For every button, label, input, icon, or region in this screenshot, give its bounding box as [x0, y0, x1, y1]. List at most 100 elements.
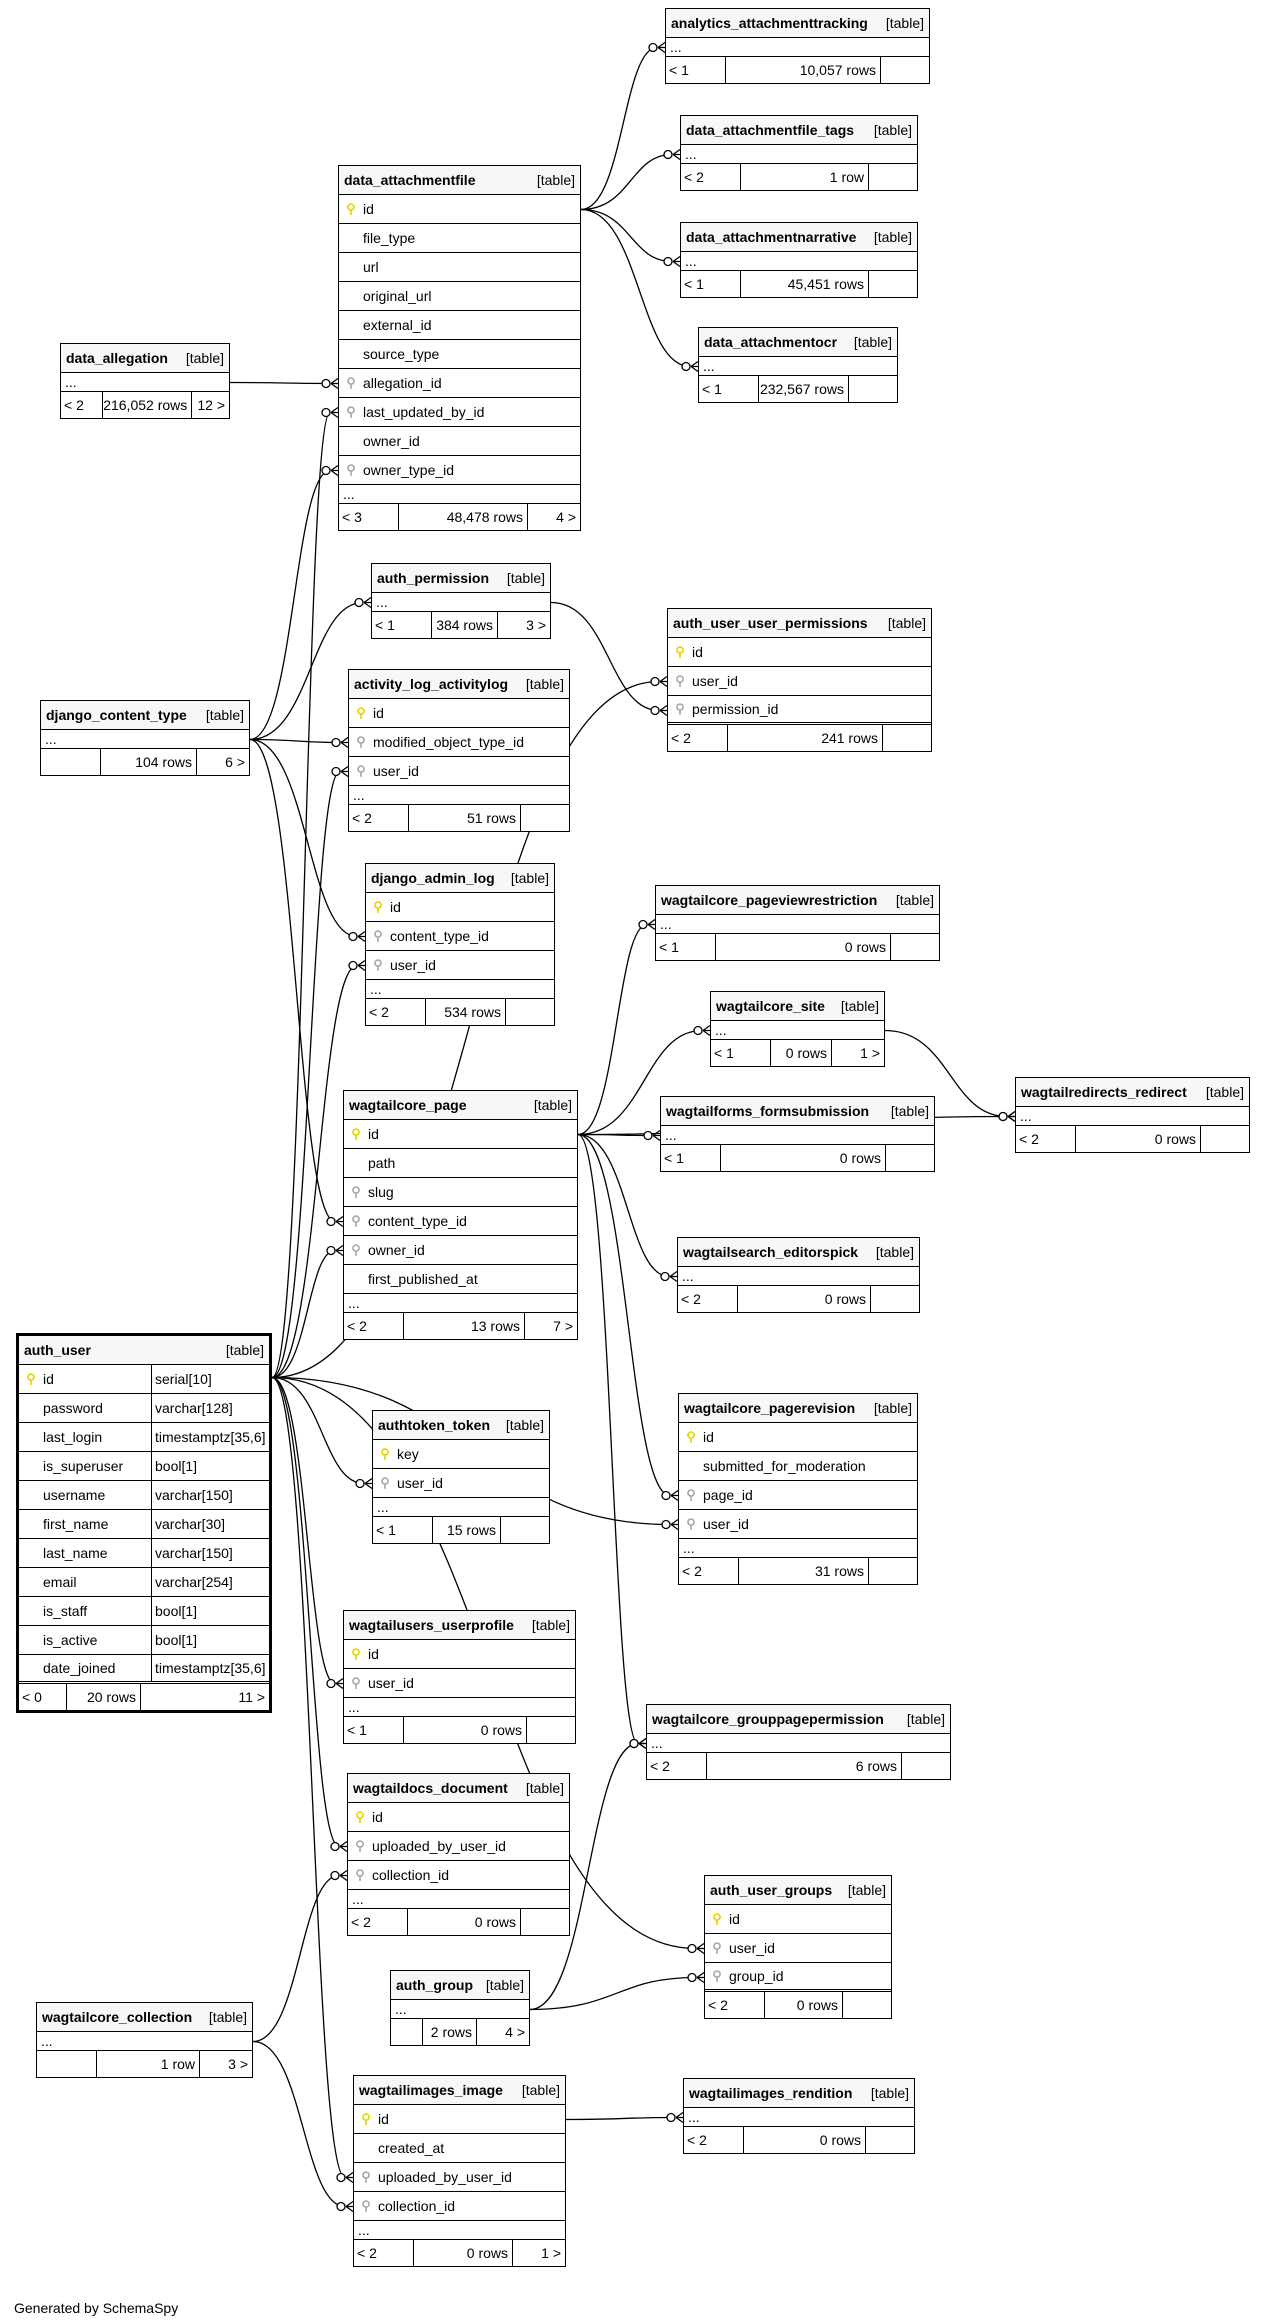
column-row[interactable]: ⚲page_id [679, 1481, 917, 1510]
table-name[interactable]: wagtailcore_site [716, 998, 825, 1014]
parent-count[interactable]: < 2 [61, 392, 104, 418]
parent-count[interactable] [41, 749, 101, 775]
child-count[interactable] [866, 2127, 914, 2153]
table-header[interactable]: wagtailimages_image[table] [354, 2076, 565, 2105]
table-header[interactable]: wagtailcore_pagerevision[table] [679, 1394, 917, 1423]
column-row[interactable]: ⚲allegation_id [339, 369, 580, 398]
child-count[interactable] [881, 57, 929, 83]
table-auth-user-groups[interactable]: auth_user_groups[table]⚲id⚲user_id⚲group… [704, 1875, 892, 2019]
table-name[interactable]: activity_log_activitylog [354, 676, 509, 692]
table-header[interactable]: authtoken_token[table] [373, 1411, 549, 1440]
table-name[interactable]: auth_user [24, 1342, 91, 1358]
column-row[interactable]: external_id [339, 311, 580, 340]
table-name[interactable]: auth_user_groups [710, 1882, 833, 1898]
table-name[interactable]: data_attachmentocr [704, 334, 838, 350]
parent-count[interactable]: < 2 [705, 1992, 765, 2018]
child-count[interactable] [843, 1992, 891, 2018]
table-header[interactable]: wagtailredirects_redirect[table] [1016, 1078, 1249, 1107]
column-row[interactable]: ⚲user_id [344, 1669, 575, 1698]
child-count[interactable] [527, 1717, 575, 1743]
table-header[interactable]: wagtailcore_page[table] [344, 1091, 577, 1120]
child-count[interactable]: 1 > [541, 2245, 561, 2261]
column-row[interactable]: ⚲last_updated_by_id [339, 398, 580, 427]
table-header[interactable]: activity_log_activitylog[table] [349, 670, 569, 699]
column-row[interactable]: submitted_for_moderation [679, 1452, 917, 1481]
parent-count[interactable]: < 2 [681, 164, 741, 190]
table-activity-log-activitylog[interactable]: activity_log_activitylog[table]⚲id⚲modif… [348, 669, 570, 832]
column-row[interactable]: ⚲user_id [366, 951, 554, 980]
parent-count[interactable]: < 2 [366, 999, 426, 1025]
table-name[interactable]: wagtailredirects_redirect [1021, 1084, 1187, 1100]
table-wagtaildocs-document[interactable]: wagtaildocs_document[table]⚲id⚲uploaded_… [347, 1773, 570, 1936]
table-name[interactable]: data_attachmentfile_tags [686, 122, 855, 138]
child-count[interactable]: 3 > [526, 617, 546, 633]
column-row[interactable]: ⚲collection_id [354, 2192, 565, 2221]
parent-count[interactable]: < 1 [699, 376, 759, 402]
column-row[interactable]: ⚲uploaded_by_user_id [354, 2163, 565, 2192]
table-name[interactable]: auth_group [396, 1977, 473, 1993]
table-header[interactable]: django_admin_log[table] [366, 864, 554, 893]
table-name[interactable]: wagtailimages_image [359, 2082, 503, 2098]
table-header[interactable]: data_attachmentnarrative[table] [681, 223, 917, 252]
table-analytics-attachmenttracking[interactable]: analytics_attachmenttracking[table]...< … [665, 8, 930, 84]
column-row[interactable]: ⚲id [339, 195, 580, 224]
table-name[interactable]: wagtailcore_page [349, 1097, 467, 1113]
table-header[interactable]: data_attachmentocr[table] [699, 328, 897, 357]
child-count[interactable] [1201, 1126, 1249, 1152]
column-row[interactable]: ⚲id [348, 1803, 569, 1832]
column-row[interactable]: original_url [339, 282, 580, 311]
parent-count[interactable]: < 2 [678, 1286, 738, 1312]
column-row[interactable]: ⚲collection_id [348, 1861, 569, 1890]
column-row[interactable]: ⚲owner_id [344, 1236, 577, 1265]
parent-count[interactable]: < 1 [711, 1040, 771, 1066]
column-row[interactable]: first_published_at [344, 1265, 577, 1294]
table-authtoken-token[interactable]: authtoken_token[table]⚲key⚲user_id...< 1… [372, 1410, 550, 1544]
table-wagtailcore-grouppagepermission[interactable]: wagtailcore_grouppagepermission[table]..… [646, 1704, 951, 1780]
parent-count[interactable] [37, 2051, 97, 2077]
table-header[interactable]: wagtailcore_site[table] [711, 992, 884, 1021]
child-count[interactable] [886, 1145, 934, 1171]
child-count[interactable] [869, 164, 917, 190]
child-count[interactable] [902, 1753, 950, 1779]
table-name[interactable]: wagtaildocs_document [353, 1780, 508, 1796]
column-row[interactable]: ⚲id [344, 1120, 577, 1149]
parent-count[interactable]: < 1 [661, 1145, 721, 1171]
table-header[interactable]: wagtailimages_rendition[table] [684, 2079, 914, 2108]
parent-count[interactable]: < 2 [684, 2127, 744, 2153]
table-name[interactable]: auth_permission [377, 570, 490, 586]
table-header[interactable]: auth_group[table] [391, 1971, 529, 2000]
parent-count[interactable]: < 1 [344, 1717, 404, 1743]
table-name[interactable]: authtoken_token [378, 1417, 491, 1433]
parent-count[interactable]: < 2 [668, 725, 728, 751]
table-header[interactable]: data_attachmentfile[table] [339, 166, 580, 195]
parent-count[interactable]: < 2 [647, 1753, 707, 1779]
child-count[interactable] [521, 1909, 569, 1935]
table-name[interactable]: data_attachmentfile [344, 172, 476, 188]
table-name[interactable]: data_attachmentnarrative [686, 229, 857, 245]
child-count[interactable]: 7 > [553, 1318, 573, 1334]
column-row[interactable]: ⚲permission_id [668, 696, 931, 725]
child-count[interactable] [506, 999, 554, 1025]
column-row[interactable]: ⚲key [373, 1440, 549, 1469]
child-count[interactable] [883, 725, 931, 751]
parent-count[interactable]: < 2 [1016, 1126, 1076, 1152]
column-row[interactable]: ⚲id [668, 638, 931, 667]
column-row[interactable]: ⚲id [679, 1423, 917, 1452]
child-count[interactable] [869, 271, 917, 297]
table-name[interactable]: wagtailcore_pagerevision [684, 1400, 856, 1416]
column-row[interactable]: ⚲id [366, 893, 554, 922]
